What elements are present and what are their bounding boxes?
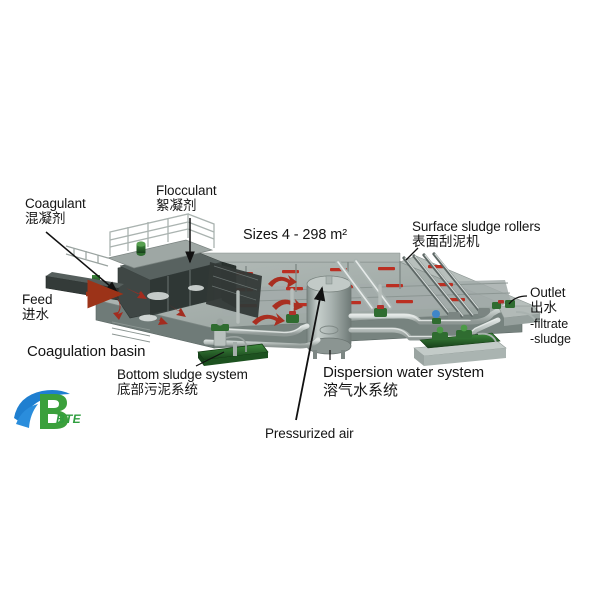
- logo-blue-lower: [16, 404, 38, 428]
- leader-surface-sludge-rollers: [405, 247, 419, 261]
- label-coagulation-basin-en: Coagulation basin: [27, 343, 146, 360]
- label-pressurized-air: Pressurized air: [265, 426, 354, 442]
- logo-green-b: [40, 394, 68, 429]
- label-outlet: Outlet 出水 -filtrate -sludge: [530, 285, 571, 346]
- label-sizes: Sizes 4 - 298 m²: [243, 227, 347, 244]
- deck-grating: [111, 321, 151, 343]
- label-feed-cn: 进水: [22, 306, 49, 323]
- coagulation-basin-structure: [117, 249, 262, 319]
- outlet-chamber: [492, 300, 541, 326]
- label-feed: Feed 进水: [22, 292, 52, 324]
- label-dispersion-water-system: Dispersion water system 溶气水系统: [323, 364, 484, 399]
- label-sizes-text: Sizes 4 - 298 m²: [243, 227, 347, 243]
- label-surface-sludge-rollers-cn: 表面刮泥机: [412, 233, 480, 250]
- label-dispersion-water-system-cn: 溶气水系统: [323, 380, 399, 399]
- tank-flow-arrows: [252, 275, 303, 326]
- label-surface-sludge-rollers-en: Surface sludge rollers: [412, 219, 541, 234]
- leader-pressurized-air: [295, 286, 326, 421]
- label-outlet-en: Outlet: [530, 285, 566, 300]
- label-flocculant: Flocculant 絮凝剂: [156, 183, 217, 215]
- basin-floor-drains: [139, 285, 204, 322]
- dispersion-water-pump-skid: [413, 324, 507, 366]
- label-bottom-sludge-system: Bottom sludge system 底部污泥系统: [117, 367, 248, 399]
- label-pressurized-air-en: Pressurized air: [265, 426, 354, 441]
- logo-text: BTE: [56, 412, 81, 426]
- riser-valves: [236, 284, 441, 324]
- label-bottom-sludge-system-cn: 底部污泥系统: [117, 381, 198, 398]
- dispersion-water-piping: [203, 303, 509, 349]
- label-outlet-sludge: -sludge: [530, 331, 571, 346]
- label-dispersion-water-system-en: Dispersion water system: [323, 364, 485, 381]
- label-coagulant-en: Coagulant: [25, 196, 86, 211]
- label-outlet-filtrate: -filtrate: [530, 316, 569, 331]
- label-coagulation-basin: Coagulation basin: [27, 343, 145, 361]
- label-flocculant-en: Flocculant: [156, 183, 217, 198]
- label-bottom-sludge-system-en: Bottom sludge system: [117, 367, 248, 382]
- inlet-flow-arrows: [113, 288, 186, 325]
- label-coagulant: Coagulant 混凝剂: [25, 196, 86, 228]
- surface-sludge-rollers: [335, 252, 490, 320]
- leader-bottom-sludge-system: [195, 351, 225, 367]
- logo-blue-swoosh: [14, 390, 70, 424]
- leader-coagulant: [45, 231, 119, 293]
- label-surface-sludge-rollers: Surface sludge rollers 表面刮泥机: [412, 219, 540, 251]
- label-flocculant-cn: 絮凝剂: [156, 197, 197, 214]
- bte-logo: BTE: [12, 384, 104, 434]
- label-feed-en: Feed: [22, 292, 53, 307]
- access-walkway: [65, 213, 215, 286]
- label-coagulant-cn: 混凝剂: [25, 210, 66, 227]
- label-outlet-cn: 出水: [530, 299, 557, 316]
- leader-outlet: [508, 295, 528, 305]
